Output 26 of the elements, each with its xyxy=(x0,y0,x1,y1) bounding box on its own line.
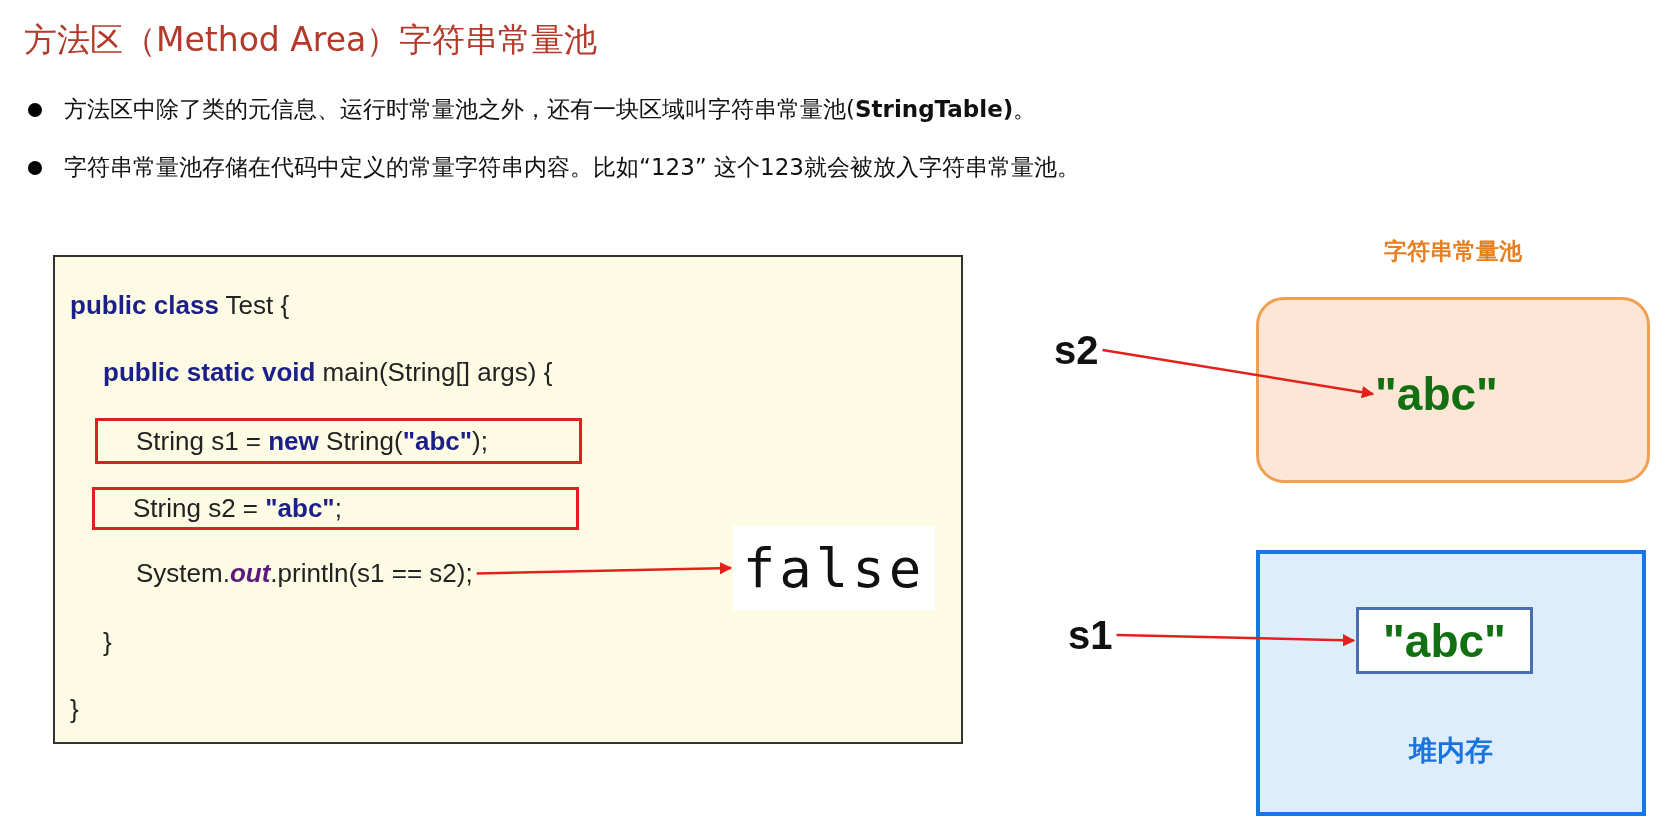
arrow xyxy=(476,562,733,575)
code-line: String s1 = new String("abc"); xyxy=(136,425,488,457)
slide-title: 方法区（Method Area）字符串常量池 xyxy=(24,19,598,61)
code-line: System.out.println(s1 == s2); xyxy=(136,558,473,589)
pool-heading: 字符串常量池 xyxy=(1383,237,1523,266)
arrow xyxy=(1116,633,1356,647)
code-block xyxy=(53,255,963,744)
bullet-text: 方法区中除了类的元信息、运行时常量池之外，还有一块区域叫字符串常量池(StringTable)。 xyxy=(64,95,1037,124)
highlight-box xyxy=(92,487,579,530)
arrow xyxy=(1102,348,1375,399)
code-line: } xyxy=(103,627,112,658)
string-literal: "abc" xyxy=(1383,617,1506,664)
output-text: false xyxy=(742,536,926,600)
string-literal: "abc" xyxy=(1375,371,1498,417)
variable-name: s2 xyxy=(1054,330,1099,370)
bullet-text: 字符串常量池存储在代码中定义的常量字符串内容。比如“123” 这个123就会被放入字符串常量池。 xyxy=(64,153,1080,182)
code-line: public static void main(String[] args) { xyxy=(103,357,553,388)
output-box xyxy=(733,526,935,610)
heap-label: 堆内存 xyxy=(1407,733,1494,769)
string-object-box xyxy=(1356,607,1533,674)
variable-name: s1 xyxy=(1068,615,1113,655)
code-line: String s2 = "abc"; xyxy=(133,493,342,524)
heap-box xyxy=(1256,550,1646,816)
code-line: public class Test { xyxy=(70,290,290,321)
highlight-box xyxy=(95,418,582,464)
code-line: } xyxy=(70,694,79,725)
